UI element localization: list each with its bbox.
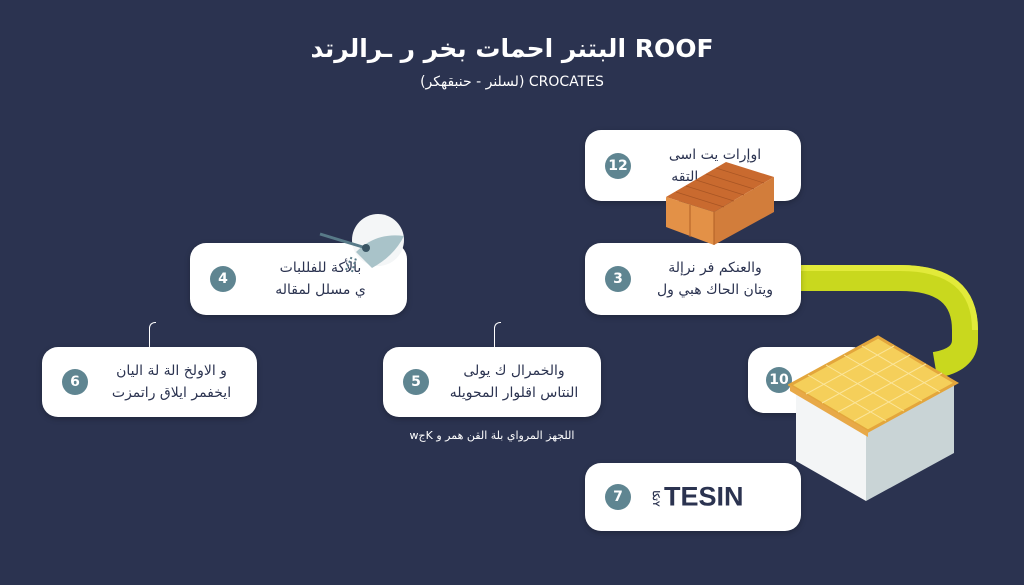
hanger-hook-icon: [494, 322, 501, 347]
tiled-roof-box-icon: [788, 335, 960, 501]
step-badge: 3: [605, 266, 631, 292]
step-badge: 12: [605, 152, 631, 179]
step-caption: اللجهز المرواي بلة القن همر و Kجw: [409, 429, 575, 442]
page-subtitle: (لسلنر - حنبقهكر) CROCATES: [420, 74, 604, 90]
step-badge: 4: [210, 266, 236, 292]
step-badge: 10: [766, 367, 792, 393]
step-badge: 7: [605, 484, 631, 510]
brick-house-icon: [666, 162, 774, 245]
hanger-hook-icon: [149, 322, 156, 347]
step-badge: 6: [62, 369, 88, 395]
bird-illustration-icon: [319, 214, 404, 273]
step-badge: 5: [403, 369, 429, 395]
page-title: البتنر احمات بخر ر ـرالرتد ROOF: [310, 34, 714, 63]
